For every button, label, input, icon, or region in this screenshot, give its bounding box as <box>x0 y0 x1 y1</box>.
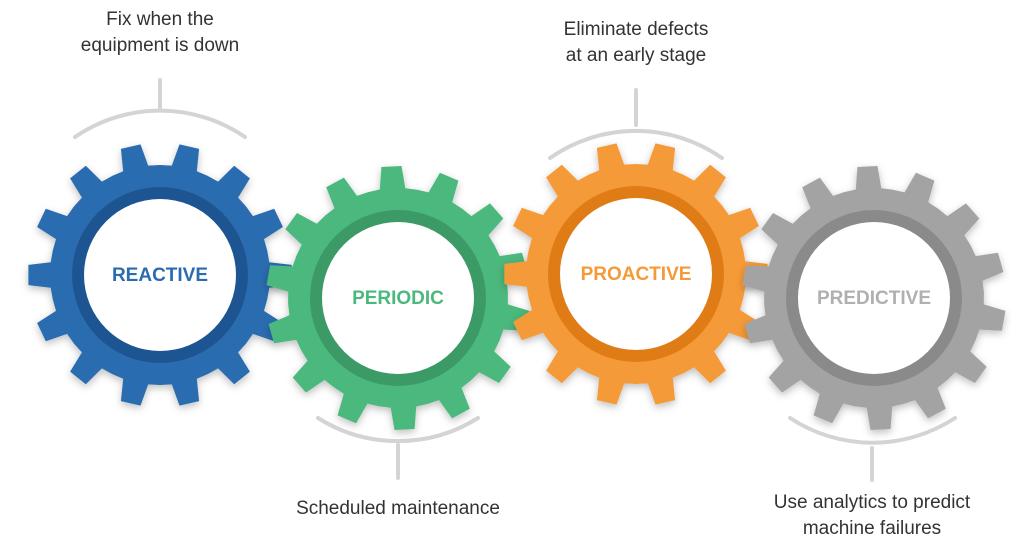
caption-periodic: Scheduled maintenance <box>296 498 500 519</box>
gear-label-proactive: PROACTIVE <box>581 264 692 285</box>
connector-reactive <box>73 78 247 139</box>
gear-periodic: PERIODIC <box>266 166 530 430</box>
caption-reactive: Fix when the equipment is down <box>80 9 240 56</box>
gear-label-reactive: REACTIVE <box>112 265 208 286</box>
caption-proactive: Eliminate defects at an early stage <box>563 19 709 66</box>
connector-predictive <box>788 416 957 482</box>
caption-predictive: Use analytics to predict machine failure… <box>773 492 971 539</box>
connector-proactive <box>548 88 724 160</box>
gear-label-periodic: PERIODIC <box>352 288 444 309</box>
gear-proactive: PROACTIVE <box>504 143 768 405</box>
connector-periodic <box>316 416 480 480</box>
gear-label-predictive: PREDICTIVE <box>817 288 931 309</box>
gear-predictive: PREDICTIVE <box>742 166 1006 430</box>
gear-reactive: REACTIVE <box>28 144 292 406</box>
